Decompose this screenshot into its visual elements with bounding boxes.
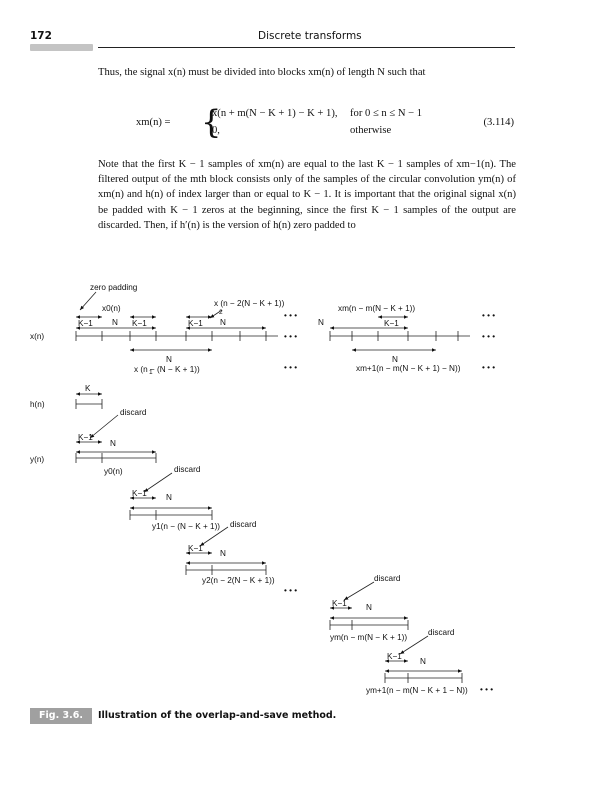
n-label-mid-2: N	[392, 355, 398, 364]
figure-caption: Fig. 3.6. Illustration of the overlap-an…	[30, 708, 520, 724]
discard-label-1: discard	[174, 465, 201, 474]
n-label-top-1: N	[112, 318, 118, 327]
dots-mid-1: • • •	[284, 363, 297, 372]
n-label-y1: N	[166, 493, 172, 502]
k1-label-ym: K−1	[332, 599, 347, 608]
page-header: 172 Discrete transforms	[0, 0, 608, 60]
header-bar	[30, 44, 93, 51]
n-label-top-3: N	[318, 318, 324, 327]
n-label-ym1: N	[420, 657, 426, 666]
caption-text: Illustration of the overlap-and-save met…	[98, 710, 337, 721]
k1-label-y0: K−1	[78, 433, 93, 442]
ym-label: ym(n − m(N − K + 1))	[330, 633, 407, 642]
equation-brace: {	[201, 103, 222, 141]
dots-top-1: • • •	[284, 311, 297, 320]
caption-label: Fig. 3.6.	[30, 708, 92, 724]
x0-label: x0(n)	[102, 304, 121, 313]
x1-subscript: 1	[149, 369, 153, 376]
equation-case2-condition: otherwise	[350, 125, 392, 136]
equation-3-114: xm(n) = { x(n + m(N − K + 1) − K + 1), f…	[98, 105, 516, 145]
discard-label-2: discard	[230, 520, 257, 529]
k1-label-top-1: K−1	[78, 319, 93, 328]
n-label-top-2: N	[220, 318, 226, 327]
k1-label-top-2: K−1	[132, 319, 147, 328]
ym1-label: ym+1(n − m(N − K + 1 − N))	[366, 686, 468, 695]
y2-label: y2(n − 2(N − K + 1))	[202, 576, 275, 585]
x2-subscript: 2	[219, 309, 223, 316]
x2-label: x (n − 2(N − K + 1))	[214, 299, 285, 308]
n-label-ym: N	[366, 603, 372, 612]
k1-label-y2: K−1	[188, 544, 203, 553]
dots-axis-2: • • •	[482, 332, 495, 341]
overlap-save-figure: zero padding x0(n) x (n − 2(N − K + 1)) …	[30, 283, 495, 695]
dots-y2: • • •	[284, 586, 297, 595]
hn-axis-label: h(n)	[30, 400, 45, 409]
dots-ym1: • • •	[480, 685, 493, 694]
k1-label-ym1: K−1	[387, 652, 402, 661]
n-label-mid-1: N	[166, 355, 172, 364]
dots-mid-2: • • •	[482, 363, 495, 372]
discard-label-3: discard	[374, 574, 401, 583]
equation-lhs: xm(n) =	[136, 117, 171, 128]
k1-label-y1: K−1	[132, 489, 147, 498]
dots-axis-1: • • •	[284, 332, 297, 341]
equation-number: (3.114)	[483, 117, 515, 128]
paragraph-note: Note that the first K − 1 samples of xm(…	[98, 159, 516, 231]
equation-case2-value: 0,	[212, 125, 220, 136]
xm1-label: xm+1(n − m(N − K + 1) − N))	[356, 364, 461, 373]
zero-padding-label: zero padding	[90, 283, 138, 292]
header-rule	[98, 47, 515, 48]
y1-label: y1(n − (N − K + 1))	[152, 522, 220, 531]
running-title: Discrete transforms	[258, 30, 362, 42]
xm-label: xm(n − m(N − K + 1))	[338, 304, 415, 313]
page-number: 172	[30, 30, 52, 42]
x1-label: x (n − (N − K + 1))	[134, 365, 200, 374]
k1-label-top-4: K−1	[384, 319, 399, 328]
k1-label-top-3: K−1	[188, 319, 203, 328]
equation-case1-condition: for 0 ≤ n ≤ N − 1	[350, 108, 423, 119]
discard-label-0: discard	[120, 408, 147, 417]
n-label-y2: N	[220, 549, 226, 558]
zero-padding-pointer	[79, 291, 97, 311]
equation-case1-value: x(n + m(N − K + 1) − K + 1),	[212, 108, 338, 119]
yn-axis-label: y(n)	[30, 455, 44, 464]
discard-label-4: discard	[428, 628, 455, 637]
n-label-y0: N	[110, 439, 116, 448]
k-label-h: K	[85, 384, 91, 393]
paragraph-intro: Thus, the signal x(n) must be divided in…	[98, 67, 426, 78]
dots-top-2: • • •	[482, 311, 495, 320]
y0-label: y0(n)	[104, 467, 123, 476]
xn-axis-label: x(n)	[30, 332, 44, 341]
